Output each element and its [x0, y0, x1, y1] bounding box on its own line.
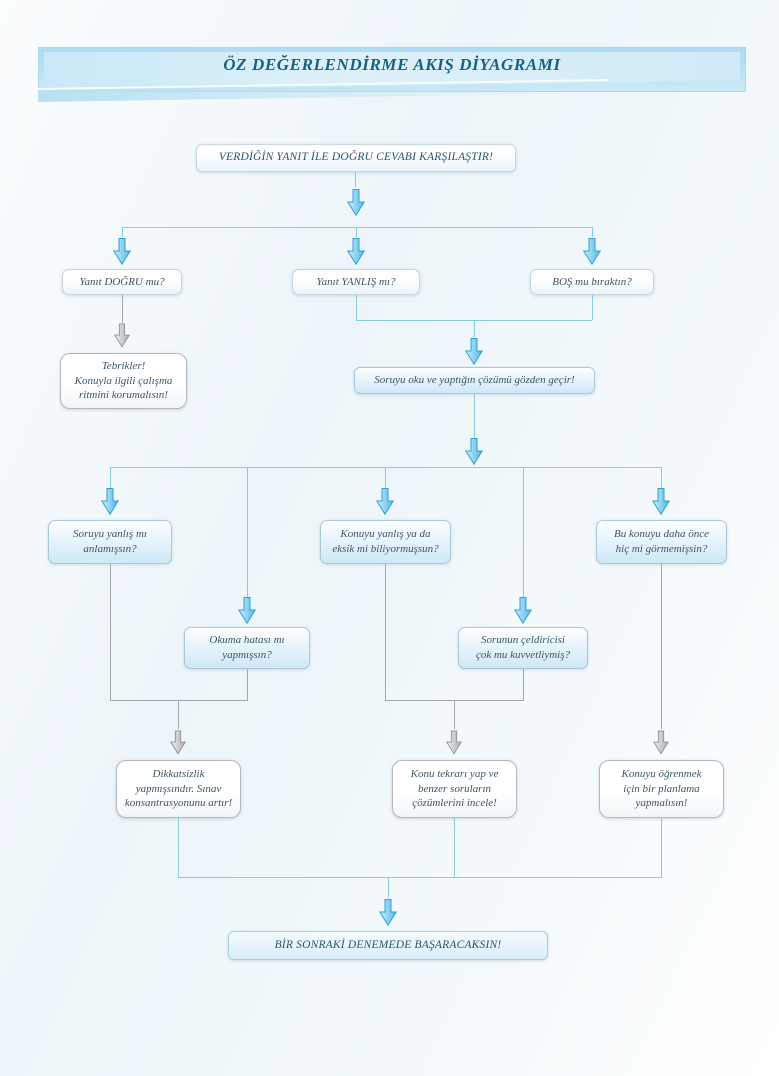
node-never-seen-topic: Bu konuyu daha önce hiç mi görmemişsin?	[596, 520, 727, 564]
node-answer-wrong: Yanıt YANLIŞ mı?	[292, 269, 420, 295]
down-arrow-icon	[170, 730, 186, 755]
connector-correct-congrats	[122, 295, 123, 323]
down-arrow-icon	[583, 238, 601, 265]
down-arrow-icon	[514, 597, 532, 624]
connector-merge-gray2-drop	[454, 700, 455, 729]
connector-distractor-down	[523, 669, 524, 700]
node-congrats: Tebrikler! Konuyla ilgili çalışma ritmin…	[60, 353, 187, 409]
node-planning-advice: Konuyu öğrenmek için bir planlama yapmal…	[599, 760, 724, 818]
connector-split1	[122, 227, 592, 228]
down-arrow-icon	[113, 238, 131, 265]
connector-final-drop	[388, 877, 389, 898]
connector-stub	[661, 467, 662, 488]
node-carelessness-advice: Dikkatsizlik yapmışsındır. Sınav konsant…	[116, 760, 241, 818]
connector-bottom2	[454, 818, 455, 877]
down-arrow-icon	[114, 323, 130, 348]
down-arrow-icon	[101, 488, 119, 515]
node-final-success: BİR SONRAKİ DENEMEDE BAŞARACAKSIN!	[228, 931, 548, 960]
connector-wrong-down	[356, 295, 357, 320]
connector-stub	[356, 227, 357, 237]
connector-reading-down	[247, 669, 248, 700]
down-arrow-icon	[238, 597, 256, 624]
down-arrow-icon	[347, 189, 365, 216]
connector-long-drop	[247, 467, 248, 597]
node-review-solution: Soruyu oku ve yaptığın çözümü gözden geç…	[354, 367, 595, 394]
connector-neverseen-down	[661, 564, 662, 729]
connector-review-down	[474, 394, 475, 438]
down-arrow-icon	[465, 438, 483, 465]
connector-bottom3	[661, 818, 662, 877]
down-arrow-icon	[652, 488, 670, 515]
node-strong-distractor: Sorunun çeldiricisi çok mu kuvvetliymiş?	[458, 627, 588, 669]
connector-misread-down	[110, 564, 111, 700]
title-banner: ÖZ DEĞERLENDİRME AKIŞ DİYAGRAMI	[38, 47, 746, 92]
connector-merge-gray1	[110, 700, 248, 701]
page-title: ÖZ DEĞERLENDİRME AKIŞ DİYAGRAMI	[223, 55, 561, 74]
down-arrow-icon	[653, 730, 669, 755]
connector-stub	[122, 227, 123, 237]
connector-start-stub	[355, 172, 356, 187]
down-arrow-icon	[347, 238, 365, 265]
down-arrow-icon	[379, 899, 397, 926]
connector-merge-gray1-drop	[178, 700, 179, 729]
down-arrow-icon	[446, 730, 462, 755]
connector-gap-down	[385, 564, 386, 700]
connector-blank-down	[592, 295, 593, 320]
connector-stub	[385, 467, 386, 488]
connector-bottom-merge	[178, 877, 662, 878]
node-reading-error: Okuma hatası mı yapmışsın?	[184, 627, 310, 669]
connector-long-drop	[523, 467, 524, 597]
node-knowledge-gap: Konuyu yanlış ya da eksik mi biliyormuşs…	[320, 520, 451, 564]
down-arrow-icon	[376, 488, 394, 515]
connector-stub	[592, 227, 593, 237]
node-answer-blank: BOŞ mu bıraktın?	[530, 269, 654, 295]
connector-stub	[110, 467, 111, 488]
connector-bottom1	[178, 818, 179, 877]
down-arrow-icon	[465, 338, 483, 365]
node-answer-correct: Yanıt DOĞRU mu?	[62, 269, 182, 295]
connector-merge1-drop	[474, 320, 475, 337]
node-start: VERDİĞİN YANIT İLE DOĞRU CEVABI KARŞILAŞ…	[196, 144, 516, 172]
node-misread-question: Soruyu yanlış mı anlamışsın?	[48, 520, 172, 564]
node-repeat-topic-advice: Konu tekrarı yap ve benzer soruların çöz…	[392, 760, 517, 818]
